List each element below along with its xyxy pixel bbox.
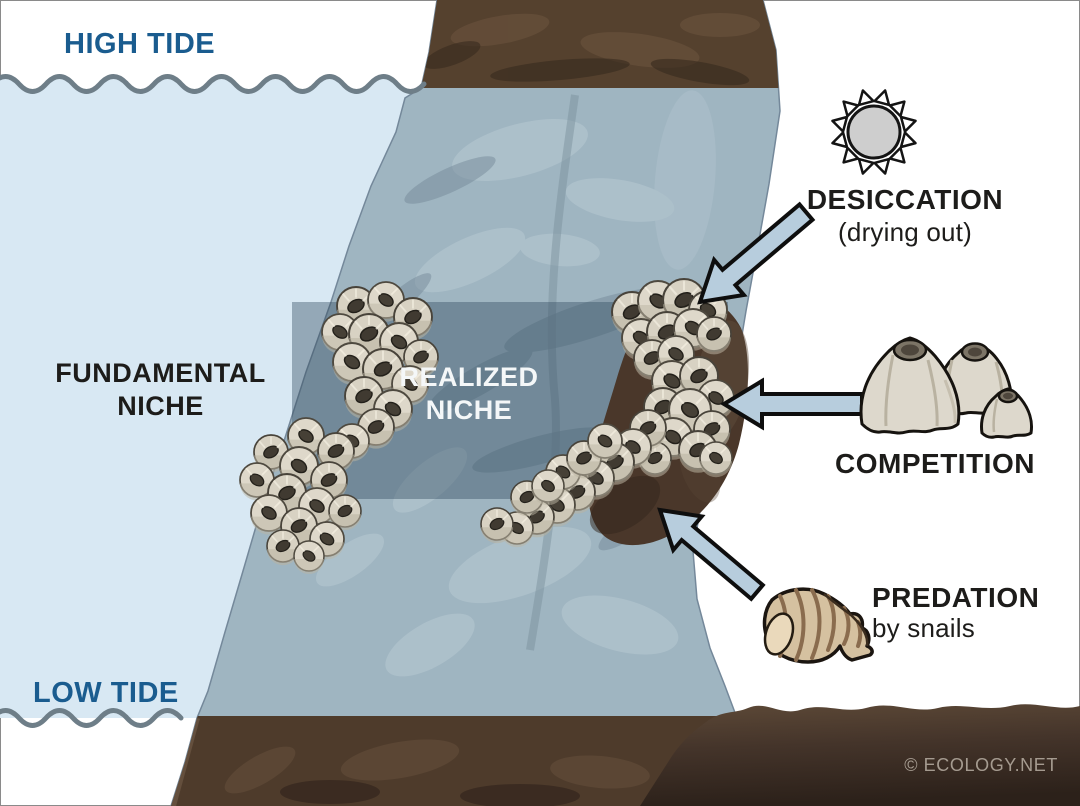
realized-niche-line2: NICHE — [425, 395, 513, 425]
fundamental-niche-label: FUNDAMENTAL NICHE — [38, 357, 283, 423]
fundamental-niche-line2: NICHE — [117, 391, 204, 421]
credit-text: © ECOLOGY.NET — [904, 755, 1058, 775]
realized-niche-line1: REALIZED — [399, 362, 539, 392]
competition-label: COMPETITION — [835, 448, 1035, 479]
barnacles-icon — [859, 336, 1033, 439]
desiccation-label-block: DESICCATION (drying out) — [791, 184, 1019, 248]
low-tide-label: LOW TIDE — [33, 677, 179, 709]
foreground-ground — [640, 704, 1080, 806]
predation-label-block: PREDATION by snails — [872, 582, 1039, 644]
high-tide-waterline — [0, 74, 427, 94]
predation-label: PREDATION — [872, 582, 1040, 613]
desiccation-label: DESICCATION — [806, 184, 1004, 215]
low-tide-waterline — [0, 708, 184, 728]
fundamental-niche-line1: FUNDAMENTAL — [55, 358, 266, 388]
dry-rock-top — [360, 0, 780, 88]
high-tide-label: HIGH TIDE — [64, 28, 216, 60]
desiccation-sublabel: (drying out) — [838, 217, 972, 247]
sun-icon — [831, 89, 917, 175]
realized-niche-label: REALIZED NICHE — [369, 361, 569, 427]
predation-sublabel: by snails — [872, 613, 975, 643]
snail-icon — [762, 587, 874, 664]
